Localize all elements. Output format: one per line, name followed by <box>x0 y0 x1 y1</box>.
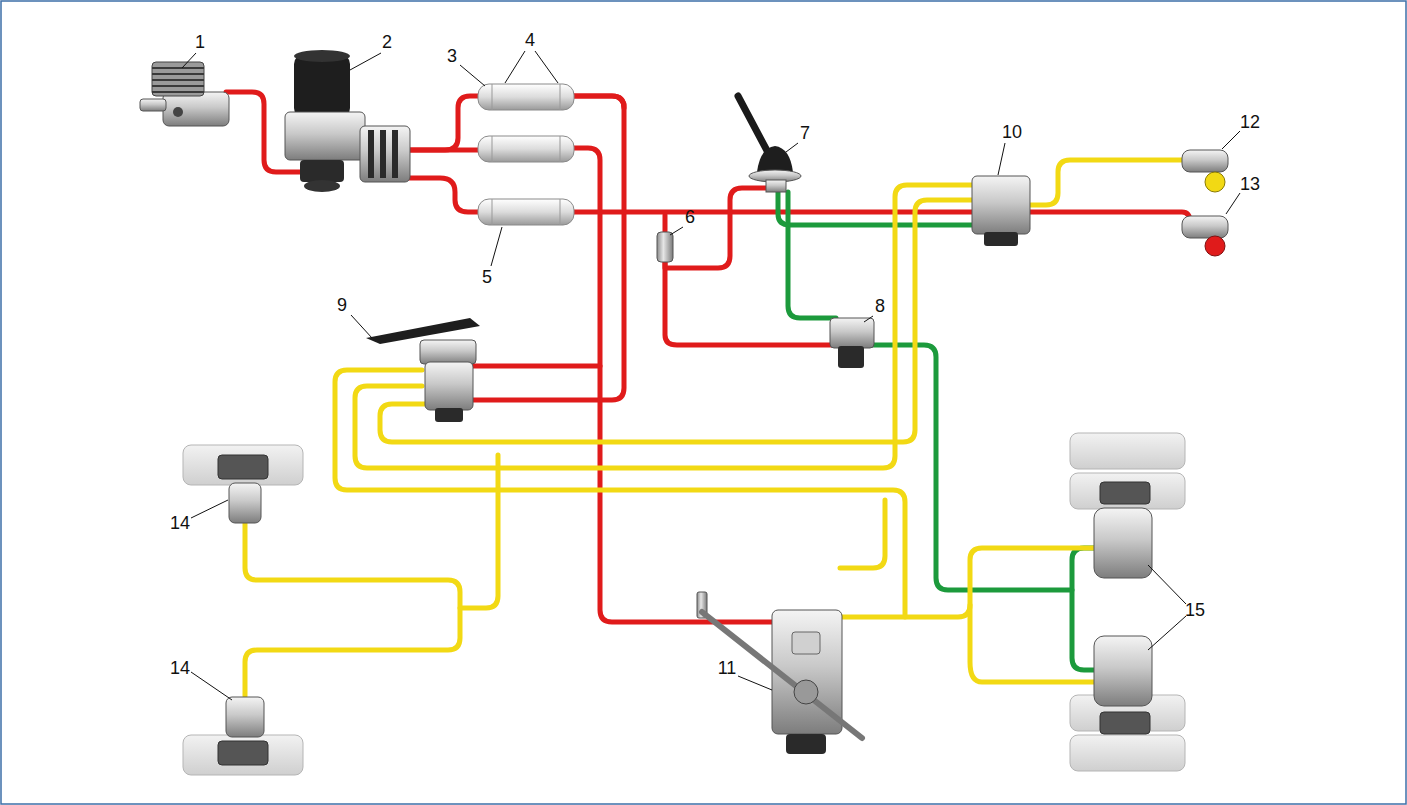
trailer-control-valve <box>972 176 1030 246</box>
rear-brake-chambers <box>1094 482 1152 734</box>
leader-lines <box>182 51 1240 700</box>
supply-pipes <box>226 92 1190 622</box>
callout-number: 9 <box>337 295 347 315</box>
callout-number: 1 <box>195 32 205 52</box>
parking-pipes <box>778 192 1096 670</box>
callout-number: 4 <box>525 30 535 50</box>
air-dryer <box>285 50 410 192</box>
hand-brake-valve <box>738 96 801 192</box>
control-pipes <box>245 160 1186 696</box>
callout-number: 10 <box>1002 122 1022 142</box>
callout-number: 15 <box>1185 600 1205 620</box>
coupling-heads <box>1182 150 1228 256</box>
callout-number: 2 <box>382 32 392 52</box>
check-valve <box>657 232 673 262</box>
relay-valve <box>830 318 874 368</box>
callout-number: 3 <box>447 46 457 66</box>
callout-number: 5 <box>482 267 492 287</box>
callout-number: 8 <box>875 296 885 316</box>
load-sensing-valve <box>697 592 862 754</box>
wheels <box>183 433 1185 775</box>
callout-number: 12 <box>1240 112 1260 132</box>
callout-number: 14 <box>170 658 190 678</box>
callout-number: 6 <box>685 207 695 227</box>
air-tanks <box>478 84 574 225</box>
callout-number: 7 <box>800 123 810 143</box>
callout-number: 11 <box>718 658 737 678</box>
foot-brake-valve <box>366 318 480 422</box>
compressor <box>140 62 229 126</box>
callout-number: 14 <box>170 513 190 533</box>
callout-number: 13 <box>1240 174 1260 194</box>
